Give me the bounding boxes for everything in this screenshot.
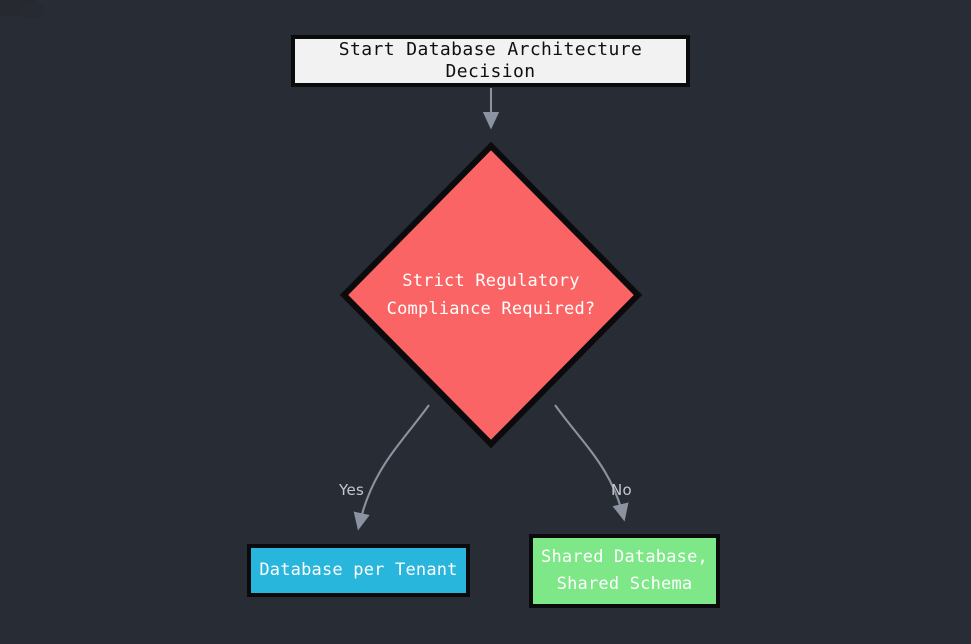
node-decision-label: Strict Regulatory Compliance Required? — [386, 270, 596, 319]
edge-decision-to-shared-schema — [554, 404, 629, 522]
diamond-shape — [339, 141, 643, 449]
edge-label-no: No — [611, 481, 632, 499]
node-start[interactable]: Start Database Architecture Decision — [291, 35, 690, 87]
node-shared-database-shared-schema[interactable]: Shared Database, Shared Schema — [529, 534, 720, 608]
edge-label-yes: Yes — [339, 481, 365, 499]
node-decision[interactable]: Strict Regulatory Compliance Required? — [339, 141, 643, 449]
edge-decision-to-db-per-tenant — [353, 404, 430, 531]
corner-artifact-secondary — [22, 4, 44, 18]
node-database-per-tenant[interactable]: Database per Tenant — [247, 544, 470, 597]
